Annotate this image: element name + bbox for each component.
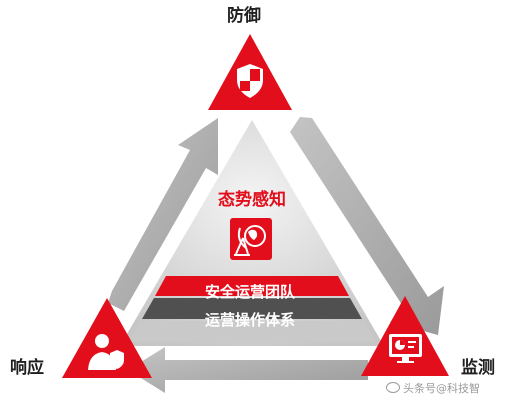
- watermark-text: 头条号@科技智: [403, 382, 480, 395]
- globe-satellite-icon: [230, 218, 272, 260]
- label-defense: 防御: [227, 6, 261, 26]
- label-monitoring: 监测: [461, 358, 495, 378]
- band-operations-system: [142, 298, 362, 319]
- weibo-icon: [386, 382, 400, 393]
- band-operations-system-label: 运营操作体系: [204, 311, 295, 329]
- arrow-right-to-left: [128, 347, 368, 393]
- band-security-team: [155, 276, 349, 296]
- monitor-chart-icon: [389, 334, 422, 363]
- band-bottom-base: [128, 321, 376, 342]
- label-response: 响应: [10, 358, 44, 378]
- node-response: [62, 298, 152, 378]
- band-security-team-label: 安全运营团队: [204, 283, 295, 301]
- node-defense: [208, 34, 292, 110]
- watermark: 头条号@科技智: [386, 382, 480, 394]
- arrow-top-to-right: [290, 117, 444, 335]
- person-shield-icon: [88, 334, 124, 370]
- arrow-left-to-top: [108, 118, 218, 311]
- node-monitoring: [361, 296, 449, 376]
- situational-awareness-title: 态势感知: [218, 190, 286, 210]
- shield-icon: [237, 64, 263, 98]
- cycle-arrows: [108, 117, 444, 393]
